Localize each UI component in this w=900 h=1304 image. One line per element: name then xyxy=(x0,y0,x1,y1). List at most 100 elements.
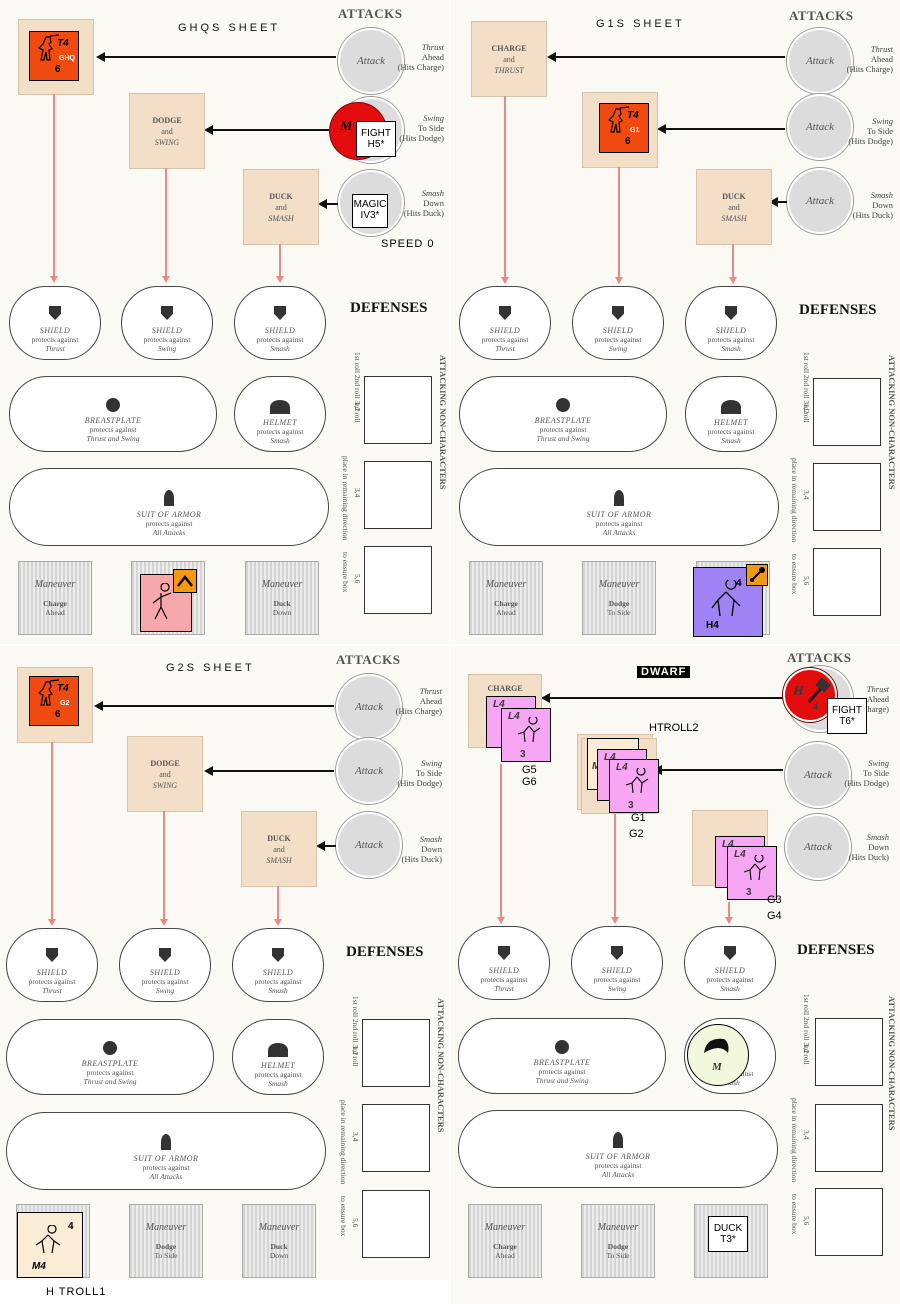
non-char-box-1[interactable] xyxy=(815,1018,883,1086)
orange-weapon-marker[interactable] xyxy=(746,564,768,586)
defenses-header: DEFENSES xyxy=(799,302,877,318)
attack-swing-circle[interactable]: Attack xyxy=(785,742,851,808)
goblin-counter-g6[interactable]: L4 3 xyxy=(501,708,551,762)
flow-head-1 xyxy=(48,919,56,926)
suit-icon xyxy=(614,490,624,506)
monster-num: 4 xyxy=(68,1221,74,1232)
fight-counter[interactable]: FIGHT T6* xyxy=(827,698,867,734)
attack-smash-circle[interactable]: Attack xyxy=(785,814,851,880)
non-char-box-2[interactable] xyxy=(364,461,432,529)
helmet-token-letter: M xyxy=(712,1061,722,1073)
roll-12: 1,2 xyxy=(802,404,811,414)
flow-head-2 xyxy=(162,276,170,283)
attack-thrust-circle[interactable]: Attack xyxy=(787,28,853,94)
fight-counter[interactable]: FIGHT H5* xyxy=(356,121,396,157)
attack-swing-circle[interactable]: Attack xyxy=(787,94,853,160)
non-char-box-3[interactable] xyxy=(364,546,432,614)
flow-line-3 xyxy=(279,244,281,279)
roll-labels: 1st roll 2nd roll 3rd roll xyxy=(802,994,811,1065)
attack-smash-circle[interactable]: Attack xyxy=(336,812,402,878)
g2-num: 6 xyxy=(55,709,61,720)
magic-counter[interactable]: MAGIC IV3* xyxy=(352,194,388,228)
side-header: ATTACKING NON-CHARACTERS xyxy=(438,355,448,490)
non-char-box-2[interactable] xyxy=(815,1104,883,1172)
troll-figure-icon xyxy=(711,580,741,617)
attack-thrust-circle[interactable]: Attack xyxy=(336,674,402,740)
attack-smash-circle[interactable]: Attack xyxy=(787,168,853,234)
character-figure-icon xyxy=(152,583,172,620)
helmet-token[interactable]: M xyxy=(687,1024,749,1086)
duck-counter[interactable]: DUCK T3* xyxy=(708,1216,748,1252)
cream-monster-counter[interactable]: M4 4 xyxy=(17,1212,83,1278)
orange-chevron-marker[interactable] xyxy=(173,569,197,593)
g1-counter[interactable]: T4 G1 6 xyxy=(599,103,649,153)
non-char-box-2[interactable] xyxy=(813,463,881,531)
arrow-swing xyxy=(212,770,334,772)
hammer-icon xyxy=(808,678,831,703)
shield-icon xyxy=(498,946,510,960)
non-char-box-2[interactable] xyxy=(362,1104,430,1172)
arrow-thrust xyxy=(104,56,336,58)
goblin-counter-g2[interactable]: L4 3 xyxy=(609,759,659,813)
sure-label: to ensure box xyxy=(790,554,799,595)
g2-counter[interactable]: T4 G2 6 xyxy=(29,676,79,726)
non-char-box-3[interactable] xyxy=(813,548,881,616)
flow-line-1 xyxy=(500,764,502,920)
hammer-num: 4 xyxy=(813,702,818,713)
ghq-counter[interactable]: T4 GHQ 6 xyxy=(29,31,79,81)
non-char-box-3[interactable] xyxy=(362,1190,430,1258)
attack-thrust-circle[interactable]: Attack xyxy=(338,28,404,94)
attack-swing-circle[interactable]: Attack xyxy=(336,738,402,804)
roll-34: 3,4 xyxy=(802,490,811,500)
goblin-counter-g4[interactable]: L4 3 xyxy=(727,846,777,900)
knight-icon xyxy=(37,679,60,706)
non-char-box-1[interactable] xyxy=(362,1019,430,1087)
non-char-box-1[interactable] xyxy=(813,378,881,446)
non-char-box-3[interactable] xyxy=(815,1188,883,1256)
non-char-box-1[interactable] xyxy=(364,376,432,444)
arrow-swing xyxy=(661,769,783,771)
